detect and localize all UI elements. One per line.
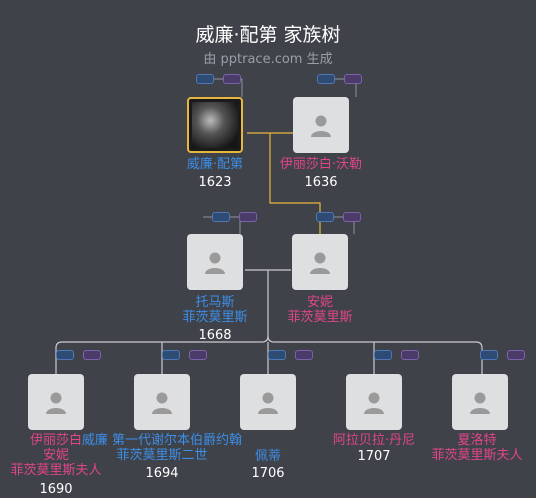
father-link-tag[interactable] bbox=[196, 74, 214, 84]
person-name-child-3[interactable]: 佩蒂 bbox=[254, 449, 281, 464]
birth-year-child-2: 1694 bbox=[145, 466, 179, 481]
person-silhouette-icon bbox=[258, 392, 278, 414]
person-name-anne[interactable]: 安妮菲茨莫里斯 bbox=[287, 295, 353, 325]
person-card-thomas[interactable] bbox=[187, 234, 243, 290]
mother-link-tag[interactable] bbox=[295, 350, 313, 360]
birth-year-william: 1623 bbox=[198, 175, 232, 190]
mother-link-tag[interactable] bbox=[189, 350, 207, 360]
person-name-child-5[interactable]: 夏洛特菲茨莫里斯夫人 bbox=[431, 433, 523, 463]
person-name-elizabeth[interactable]: 伊丽莎白·沃勒 bbox=[279, 157, 363, 172]
person-card-child-5[interactable] bbox=[452, 374, 508, 430]
mother-link-tag[interactable] bbox=[239, 212, 257, 222]
person-name-thomas[interactable]: 托马斯菲茨莫里斯 bbox=[182, 295, 248, 325]
person-card-william[interactable] bbox=[187, 97, 243, 153]
birth-year-thomas: 1668 bbox=[198, 328, 232, 343]
father-link-tag[interactable] bbox=[56, 350, 74, 360]
father-link-tag[interactable] bbox=[268, 350, 286, 360]
portrait-photo bbox=[192, 102, 238, 148]
mother-link-tag[interactable] bbox=[223, 74, 241, 84]
person-silhouette-icon bbox=[152, 392, 172, 414]
father-link-tag[interactable] bbox=[212, 212, 230, 222]
birth-year-child-1: 1690 bbox=[39, 482, 73, 497]
birth-year-child-3: 1706 bbox=[251, 466, 285, 481]
mother-link-tag[interactable] bbox=[401, 350, 419, 360]
person-card-child-1[interactable] bbox=[28, 374, 84, 430]
person-card-child-4[interactable] bbox=[346, 374, 402, 430]
birth-year-child-4: 1707 bbox=[357, 449, 391, 464]
person-name-child-1[interactable]: 伊丽莎白安妮菲茨莫里斯夫人 bbox=[10, 433, 102, 478]
father-link-tag[interactable] bbox=[374, 350, 392, 360]
mother-link-tag[interactable] bbox=[507, 350, 525, 360]
father-link-tag[interactable] bbox=[162, 350, 180, 360]
person-silhouette-icon bbox=[470, 392, 490, 414]
person-card-child-3[interactable] bbox=[240, 374, 296, 430]
person-card-elizabeth[interactable] bbox=[293, 97, 349, 153]
person-card-anne[interactable] bbox=[292, 234, 348, 290]
mother-link-tag[interactable] bbox=[343, 212, 361, 222]
person-name-child-4[interactable]: 阿拉贝拉·丹尼 bbox=[332, 433, 416, 448]
mother-link-tag[interactable] bbox=[344, 74, 362, 84]
person-name-child-2[interactable]: 威廉 第一代谢尔本伯爵约翰菲茨莫里斯二世 bbox=[81, 433, 243, 463]
person-silhouette-icon bbox=[364, 392, 384, 414]
father-link-tag[interactable] bbox=[480, 350, 498, 360]
mother-link-tag[interactable] bbox=[83, 350, 101, 360]
page-title: 威廉·配第 家族树 bbox=[195, 24, 341, 46]
person-name-william[interactable]: 威廉·配第 bbox=[186, 157, 244, 172]
birth-year-elizabeth: 1636 bbox=[304, 175, 338, 190]
father-link-tag[interactable] bbox=[316, 212, 334, 222]
person-silhouette-icon bbox=[205, 252, 225, 274]
person-card-child-2[interactable] bbox=[134, 374, 190, 430]
person-silhouette-icon bbox=[311, 115, 331, 137]
father-link-tag[interactable] bbox=[317, 74, 335, 84]
person-silhouette-icon bbox=[310, 252, 330, 274]
person-silhouette-icon bbox=[46, 392, 66, 414]
page-subtitle: 由 pptrace.com 生成 bbox=[203, 52, 333, 67]
